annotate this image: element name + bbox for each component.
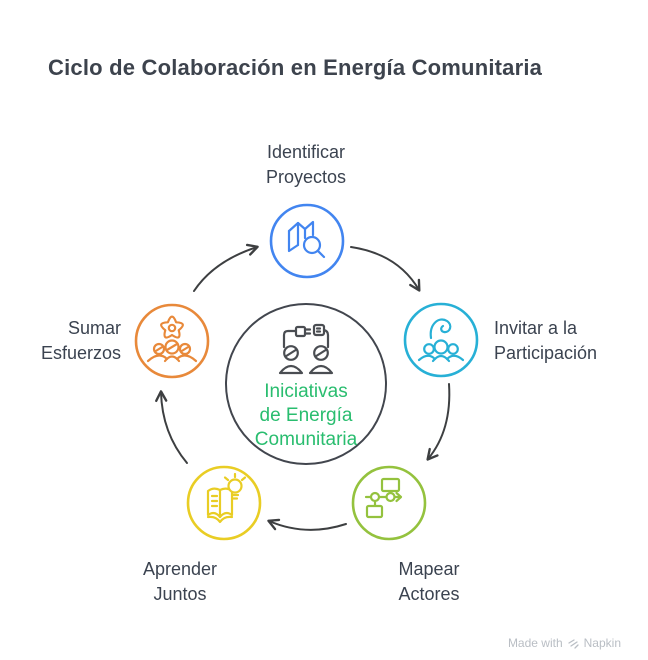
node-ring: [269, 203, 345, 279]
arrow-right-to-bottom-right: [426, 383, 451, 461]
node-ring: [351, 465, 427, 541]
watermark: Made with Napkin: [508, 636, 621, 650]
node-mapear-actores: [351, 465, 427, 541]
node-ring: [186, 465, 262, 541]
center-circle: Iniciativas de Energía Comunitaria: [225, 303, 387, 465]
node-identificar-proyectos: [269, 203, 345, 279]
arrow-left-to-top: [193, 243, 259, 292]
watermark-prefix: Made with: [507, 636, 563, 650]
node-sumar-esfuerzos: [134, 303, 210, 379]
node-invitar-a-la-participacion: [403, 302, 479, 378]
people-plug-connection-icon: [278, 323, 334, 375]
node-label-invitar-a-la-participacion: Invitar a la Participación: [494, 318, 598, 363]
node-ring: [403, 302, 479, 378]
gear-team-icon: [134, 303, 210, 379]
flowchart-icon: [351, 465, 427, 541]
node-label-aprender-juntos: Aprender Juntos: [142, 559, 218, 604]
arrow-bottom-left-to-left: [155, 390, 188, 464]
watermark-brand: Napkin: [583, 636, 621, 650]
napkin-logo-icon: [567, 639, 579, 649]
node-aprender-juntos: [186, 465, 262, 541]
node-ring: [134, 303, 210, 379]
node-label-identificar-proyectos: Identificar Proyectos: [265, 142, 347, 187]
open-book-lightbulb-icon: [186, 465, 262, 541]
group-discussion-icon: [403, 302, 479, 378]
arrow-bottom-right-to-bottom-left: [267, 518, 347, 531]
arrow-top-to-right: [350, 246, 421, 292]
node-label-mapear-actores: Mapear Actores: [398, 559, 460, 604]
center-label: Iniciativas de Energía Comunitaria: [254, 381, 358, 450]
map-search-icon: [269, 203, 345, 279]
diagram-title: Ciclo de Colaboración en Energía Comunit…: [48, 55, 543, 80]
node-label-sumar-esfuerzos: Sumar Esfuerzos: [40, 318, 121, 363]
